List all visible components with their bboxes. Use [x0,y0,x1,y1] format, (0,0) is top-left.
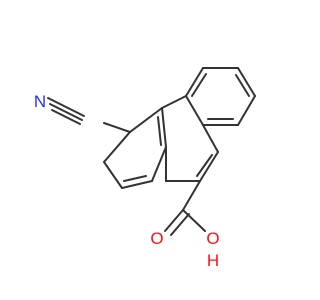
left-aromatic-ring [103,107,167,189]
molecule-structure: N O O H [34,67,256,270]
carbonyl-oxygen-label: O [150,229,163,248]
bond-c1-cn [103,122,131,133]
bond-l2 [161,107,167,148]
middle-aromatic-ring [165,124,219,182]
bond-c-cooh [182,180,201,211]
bond-c-o-hydroxyl [182,209,206,232]
bond-cn-triple-a [47,97,85,117]
bond-t4-inner [235,74,250,97]
bond-l5 [103,161,123,189]
bond-t2-inner [191,73,207,97]
bond-l6 [103,131,131,163]
bond-cn-triple-b [49,103,83,121]
bond-l4 [121,180,153,189]
bond-m2 [199,151,219,182]
bond-m1 [202,124,219,153]
bond-c-o-carbonyl-b [170,213,190,236]
bond-t7 [185,95,204,126]
bond-l4-inner [123,175,147,182]
nitrogen-atom-label: N [34,92,46,111]
bond-t2 [185,67,204,97]
hydroxyl-oxygen-label: O [206,229,219,248]
bond-cn-triple-c [51,109,81,125]
bond-l1 [129,107,163,133]
bond-t4 [237,67,256,97]
bond-t5 [237,95,256,126]
bond-l3 [151,146,167,182]
bond-c-o-carbonyl-a [164,209,184,232]
carboxylic-acid-group [164,180,206,236]
hydroxyl-hydrogen-label: H [207,251,219,270]
nitrile-group [47,97,131,133]
bond-l2-inner [157,116,162,146]
top-aromatic-ring [161,67,256,126]
bond-t1 [161,95,187,109]
bond-m2-inner [196,154,213,177]
